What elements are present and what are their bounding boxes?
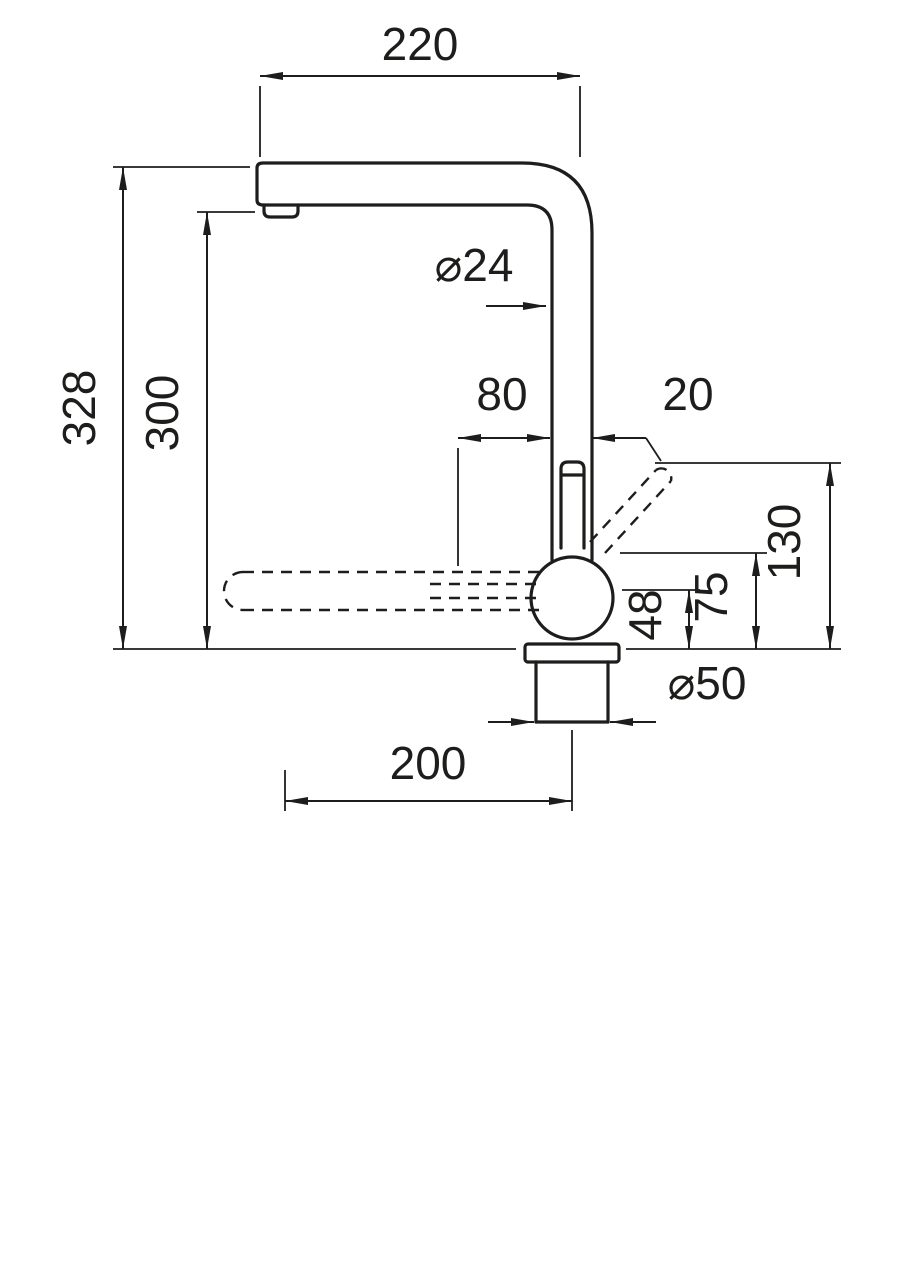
spout-swivel-dashed bbox=[222, 570, 546, 612]
swivel-outline-end-arc bbox=[222, 570, 244, 612]
dim-label-220: 220 bbox=[382, 18, 459, 70]
dim-label-300: 300 bbox=[136, 375, 188, 452]
dimension-220: 220 bbox=[259, 18, 581, 157]
dim-label-80: 80 bbox=[476, 368, 527, 420]
dimension-300: 300 bbox=[136, 211, 255, 649]
handle-open-dashed bbox=[589, 467, 673, 554]
leader-line-20 bbox=[645, 437, 662, 462]
dim-label-48: 48 bbox=[619, 589, 671, 640]
spout-tube-path bbox=[255, 161, 594, 562]
handle-lever bbox=[559, 460, 586, 550]
dimension-48: 48 bbox=[619, 589, 700, 649]
dimension-80: 80 bbox=[457, 368, 550, 566]
dimension-130: 130 bbox=[626, 462, 841, 650]
dim-label-dia24: ⌀24 bbox=[435, 239, 514, 291]
dimension-dia24: ⌀24 bbox=[435, 239, 546, 310]
dim-label-dia50: ⌀50 bbox=[668, 657, 747, 709]
aerator-outlet bbox=[262, 203, 300, 219]
dim-label-328: 328 bbox=[53, 370, 105, 447]
body-circle bbox=[529, 555, 615, 641]
dim-label-75: 75 bbox=[685, 571, 737, 622]
dimension-328: 328 bbox=[53, 166, 516, 650]
dim-label-20: 20 bbox=[662, 368, 713, 420]
dimension-200: 200 bbox=[284, 730, 573, 811]
handle-open-cap bbox=[655, 467, 673, 482]
dimension-dia50: ⌀50 bbox=[488, 657, 747, 726]
handle-open-line-2 bbox=[604, 480, 672, 554]
dimension-20: 20 bbox=[592, 368, 714, 462]
dim-label-130: 130 bbox=[758, 504, 810, 581]
dimension-75: 75 bbox=[620, 552, 767, 649]
base-flange bbox=[523, 642, 621, 664]
dim-label-200: 200 bbox=[390, 737, 467, 789]
handle-open-line-1 bbox=[589, 469, 657, 543]
